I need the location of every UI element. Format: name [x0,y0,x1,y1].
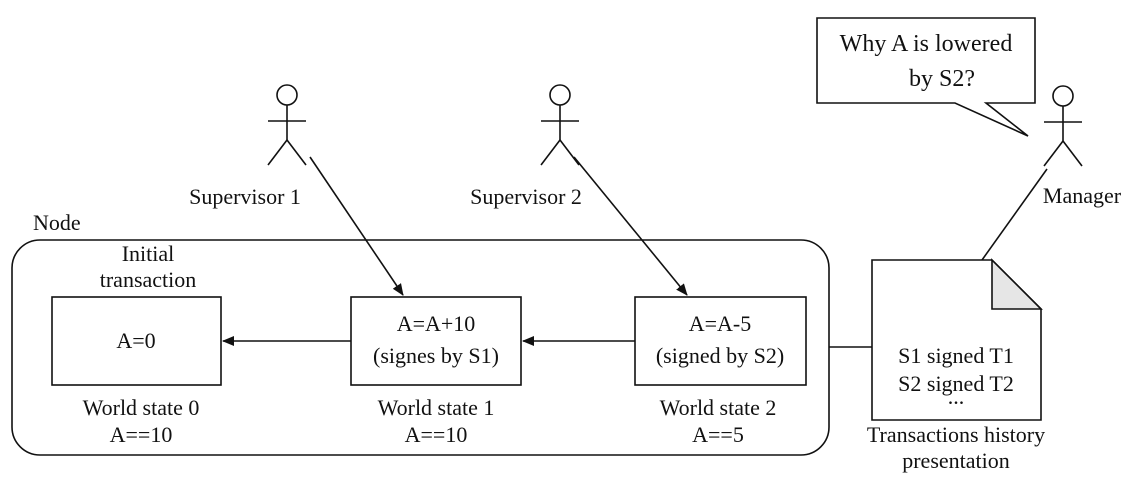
document-line-3: ... [948,384,965,409]
world-state-1-content-line-2: (signes by S1) [373,343,499,368]
world-state-0-content: A=0 [116,328,155,353]
world-state-0-value: A==10 [110,422,173,447]
document-line-2: S2 signed T2 [898,371,1014,396]
node-label: Node [33,210,81,235]
world-state-1-title: World state 1 [378,395,495,420]
arrow-supervisor-1-to-block-1 [309,156,404,296]
supervisor-2-actor-icon [540,84,580,166]
document-line-1: S1 signed T1 [898,343,1014,368]
speech-bubble [816,17,1036,137]
initial-transaction-label-line-1: Initial [122,241,175,266]
connector-document-to-manager [981,168,1048,261]
supervisor-2-label: Supervisor 2 [470,184,582,209]
world-state-1-block [350,296,522,386]
world-state-2-content-line-1: A=A-5 [689,311,752,336]
manager-label: Manager [1043,183,1122,208]
world-state-2-content-line-2: (signed by S2) [656,343,784,368]
world-state-2-block [634,296,807,386]
world-state-1-value: A==10 [405,422,468,447]
world-state-2-value: A==5 [692,422,744,447]
initial-transaction-label-line-2: transaction [100,267,197,292]
world-state-0-title: World state 0 [83,395,200,420]
speech-bubble-line-1: Why A is lowered [840,31,1013,57]
supervisor-1-actor-icon [267,84,307,166]
world-state-0-block [51,296,222,386]
manager-actor-icon [1043,85,1083,167]
document-caption-line-1: Transactions history [867,422,1045,447]
speech-bubble-line-2: by S2? [909,66,975,92]
document-page-fold [991,258,1043,310]
world-state-2-title: World state 2 [660,395,777,420]
arrow-supervisor-2-to-block-2 [573,156,688,296]
document-caption-line-2: presentation [902,448,1010,473]
supervisor-1-label: Supervisor 1 [189,184,301,209]
world-state-1-content-line-1: A=A+10 [397,311,476,336]
